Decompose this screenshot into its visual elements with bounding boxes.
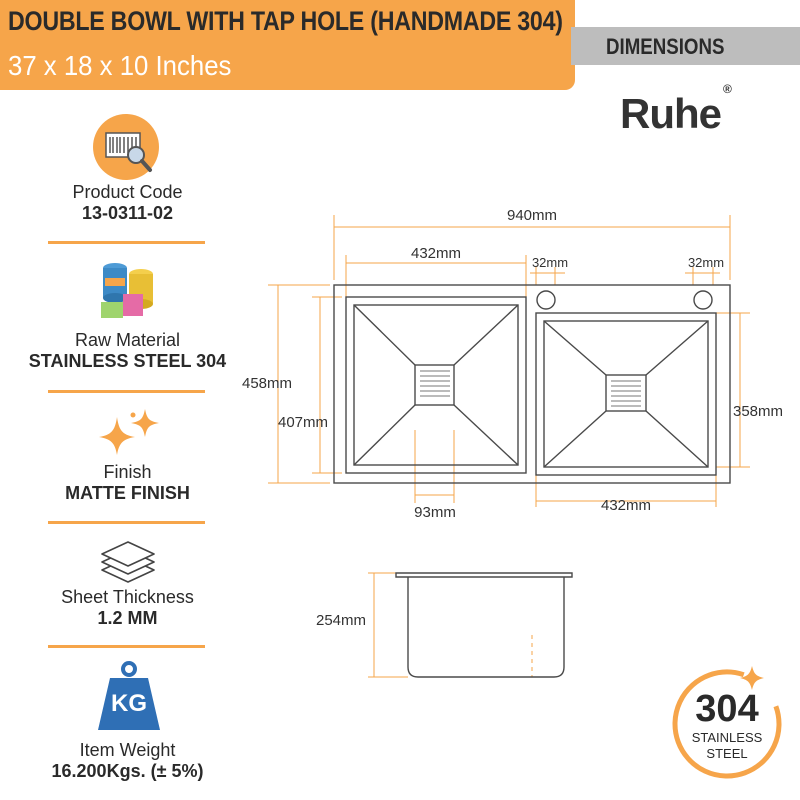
header-banner: DOUBLE BOWL WITH TAP HOLE (HANDMADE 304)… — [0, 0, 575, 90]
brand-name: Ruhe — [620, 90, 722, 137]
brand-logo: Ruhe® — [620, 82, 732, 138]
feature-label: Finish — [103, 462, 152, 482]
dim-overall-depth: 458mm — [242, 375, 292, 392]
feature-divider — [48, 645, 205, 648]
product-title: DOUBLE BOWL WITH TAP HOLE (HANDMADE 304) — [8, 6, 563, 36]
dimensions-tab: DIMENSIONS — [571, 27, 800, 65]
sink-side-view-drawing: 254mm — [316, 572, 573, 678]
dim-right-bowl-depth: 358mm — [733, 403, 783, 420]
feature-value: 13-0311-02 — [81, 203, 174, 223]
dim-tap-hole-right: 32mm — [688, 255, 724, 270]
feature-divider — [48, 521, 205, 524]
kg-icon-text: KG — [111, 690, 147, 717]
feature-divider — [48, 241, 205, 244]
sparkle-icon — [99, 409, 159, 455]
feature-raw-material: Raw Material STAINLESS STEEL 304 — [0, 330, 255, 372]
feature-label: Sheet Thickness — [61, 587, 194, 607]
stacked-sheets-icon — [101, 541, 155, 583]
dimensions-tab-label: DIMENSIONS — [606, 34, 725, 59]
feature-sheet-thickness: Sheet Thickness 1.2 MM — [0, 587, 255, 629]
dim-left-bowl-depth: 407mm — [278, 414, 328, 431]
feature-divider — [48, 390, 205, 393]
badge-line2: STEEL — [706, 746, 748, 761]
dim-drain-width: 93mm — [414, 504, 456, 521]
feature-item-weight: Item Weight 16.200Kgs. (± 5%) — [0, 740, 255, 782]
feature-product-code: Product Code 13-0311-02 — [0, 182, 255, 224]
feature-value: STAINLESS STEEL 304 — [28, 351, 227, 371]
badge-number: 304 — [695, 688, 759, 730]
dim-right-bowl-width: 432mm — [601, 497, 651, 514]
stainless-304-badge: 304 STAINLESS STEEL — [668, 662, 786, 780]
steel-drums-icon — [101, 263, 153, 318]
feature-value: 16.200Kgs. (± 5%) — [51, 761, 204, 781]
feature-label: Product Code — [72, 182, 183, 202]
dim-tap-hole-left: 32mm — [532, 255, 568, 270]
feature-label: Item Weight — [79, 740, 176, 760]
sink-top-view-drawing: 940mm 432mm 32mm 32mm 458mm 407mm 358mm … — [242, 207, 783, 521]
feature-finish: Finish MATTE FINISH — [0, 462, 255, 504]
dim-bowl-height: 254mm — [316, 612, 366, 629]
brand-mark: ® — [723, 82, 732, 96]
feature-value: 1.2 MM — [97, 608, 158, 628]
dim-overall-width: 940mm — [507, 207, 557, 224]
feature-value: MATTE FINISH — [65, 483, 190, 503]
kg-weight-icon: KG — [96, 660, 162, 732]
dim-left-bowl-width: 432mm — [411, 245, 461, 262]
product-size: 37 x 18 x 10 Inches — [8, 50, 232, 81]
barcode-search-icon — [93, 114, 159, 180]
feature-label: Raw Material — [74, 330, 181, 350]
badge-line1: STAINLESS — [691, 730, 763, 745]
